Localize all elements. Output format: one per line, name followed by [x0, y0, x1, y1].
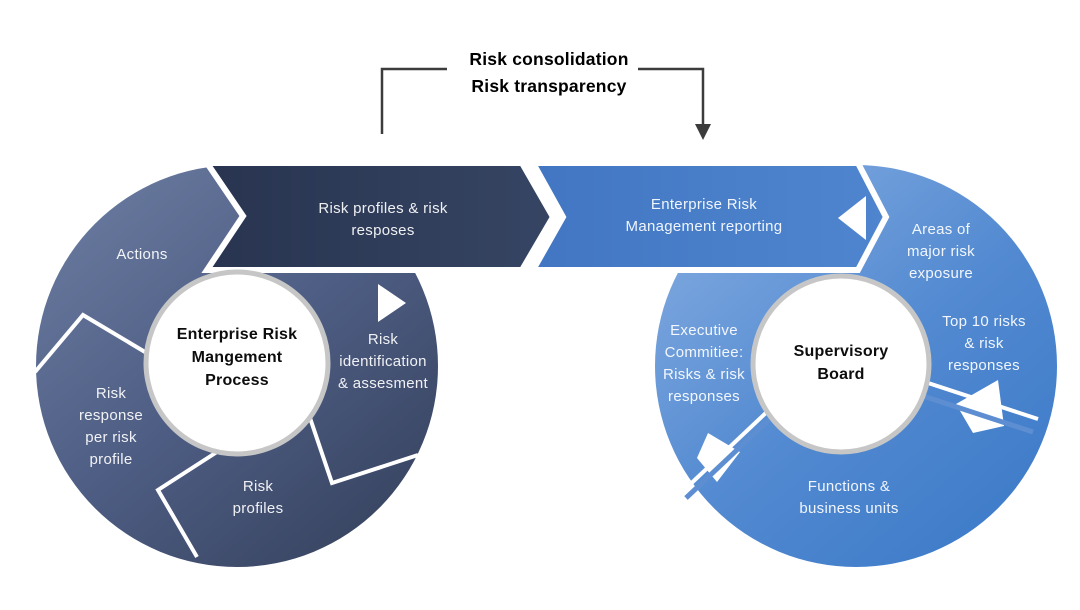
separator-gap-stripe-left — [684, 413, 776, 500]
bracket-right-line — [638, 67, 705, 126]
separator-functions-executive-line — [680, 407, 772, 494]
right-center-hub — [750, 273, 932, 455]
separator-riskresponse-riskprofiles-chevron-icon — [155, 448, 222, 559]
separator-actions-riskresponse-chevron-icon — [33, 312, 147, 374]
separator-gap-stripe-right — [916, 391, 1034, 435]
separator-riskprofiles-riskid-chevron-icon — [306, 411, 419, 486]
separator-top10-functions-line — [921, 379, 1039, 421]
blue-band-arrow — [527, 160, 890, 273]
flow-triangle-right-icon — [378, 284, 406, 322]
diagram-title: Risk consolidation Risk transparency — [469, 49, 629, 96]
flow-triangle-left-icon — [838, 196, 866, 240]
label-supervisory-board-hub: Supervisory Board — [793, 343, 889, 383]
left-center-hub — [143, 269, 331, 457]
bracket-arrowhead-down-icon — [695, 124, 711, 140]
bracket-left-line — [380, 67, 447, 134]
dark-band-arrow — [201, 160, 557, 273]
label-erm-process-hub: Enterprise Risk Mangement Process — [176, 326, 298, 389]
